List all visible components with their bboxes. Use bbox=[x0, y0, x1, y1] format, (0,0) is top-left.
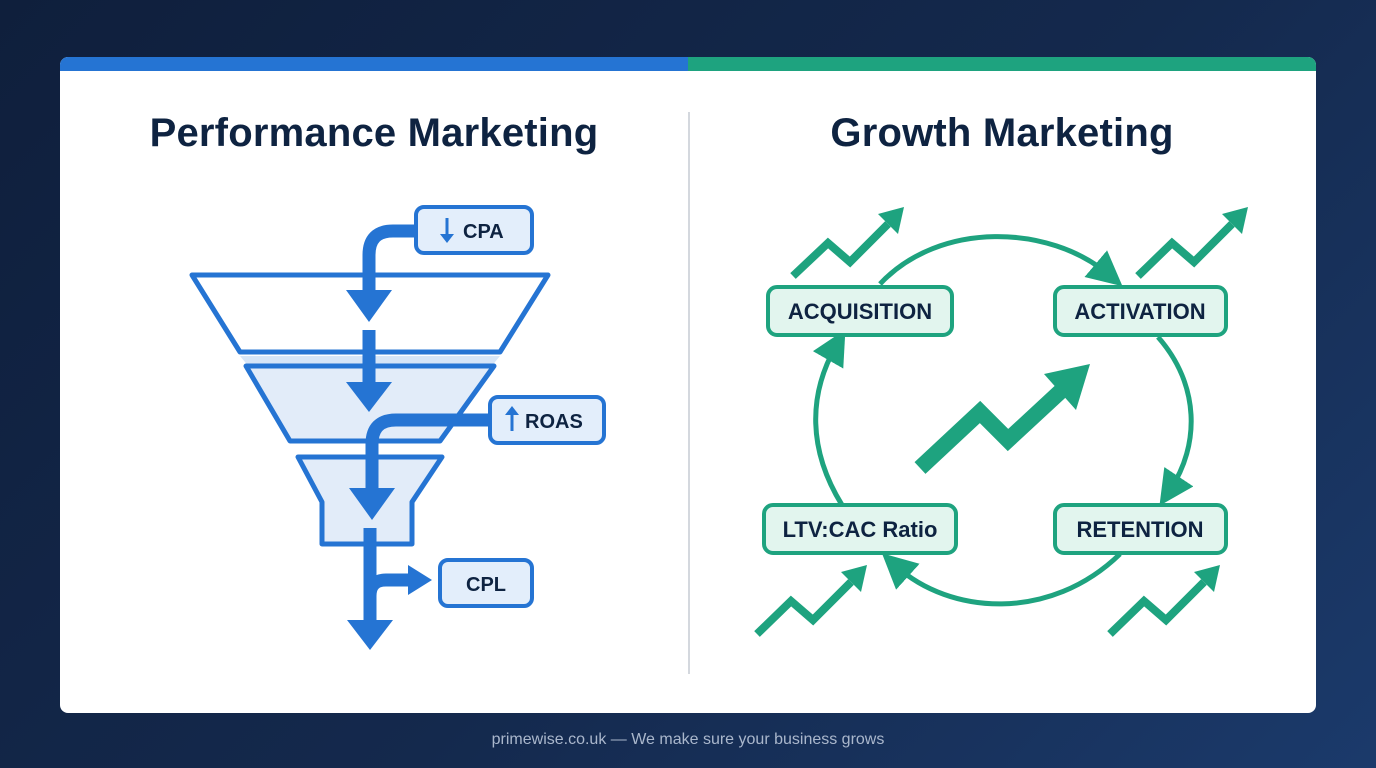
cpa-flow-arrow bbox=[362, 224, 416, 290]
growth-accent-bar bbox=[688, 57, 1316, 71]
performance-marketing-title: Performance Marketing bbox=[149, 111, 599, 155]
loop-arrow-right bbox=[1156, 335, 1194, 506]
footer-tagline: primewise.co.uk — We make sure your busi… bbox=[491, 731, 885, 748]
performance-accent-bar bbox=[60, 57, 688, 71]
growth-marketing-title: Growth Marketing bbox=[830, 111, 1174, 155]
up-arrow-icon bbox=[505, 406, 519, 431]
growth-loop bbox=[812, 234, 1194, 607]
loop-arrow-bottom bbox=[881, 552, 1122, 607]
retention-badge: RETENTION bbox=[1053, 503, 1228, 555]
loop-arrow-left bbox=[812, 329, 846, 507]
arrowhead-bottom bbox=[347, 620, 393, 650]
cpa-badge: CPA bbox=[414, 205, 534, 255]
roas-label: ROAS bbox=[525, 411, 583, 433]
ltv-cac-label: LTV:CAC Ratio bbox=[783, 517, 938, 542]
trend-icon-top-right bbox=[1135, 207, 1248, 279]
growth-trend-icon bbox=[914, 364, 1090, 474]
retention-label: RETENTION bbox=[1076, 517, 1203, 542]
acquisition-label: ACQUISITION bbox=[788, 299, 932, 324]
trend-icon-top-left bbox=[790, 207, 904, 279]
loop-arrow-top bbox=[878, 234, 1123, 287]
arrowhead-cpa bbox=[346, 290, 392, 322]
activation-label: ACTIVATION bbox=[1074, 299, 1205, 324]
roas-flow-arrow bbox=[365, 413, 490, 488]
arrowhead-mid-1 bbox=[346, 382, 392, 412]
ltv-cac-badge: LTV:CAC Ratio bbox=[762, 503, 958, 555]
trend-icon-bottom-right bbox=[1107, 565, 1220, 637]
roas-badge: ROAS bbox=[488, 395, 606, 445]
arrowhead-mid-2 bbox=[349, 488, 395, 520]
acquisition-badge: ACQUISITION bbox=[766, 285, 954, 337]
activation-badge: ACTIVATION bbox=[1053, 285, 1228, 337]
cpl-badge: CPL bbox=[438, 558, 534, 608]
cpa-label: CPA bbox=[463, 221, 504, 243]
panel-divider bbox=[688, 112, 690, 674]
cpl-branch bbox=[363, 573, 410, 605]
trend-icon-bottom-left bbox=[754, 565, 867, 637]
down-arrow-icon bbox=[440, 218, 454, 243]
arrowhead-cpl bbox=[408, 565, 432, 595]
cpl-label: CPL bbox=[466, 574, 506, 596]
